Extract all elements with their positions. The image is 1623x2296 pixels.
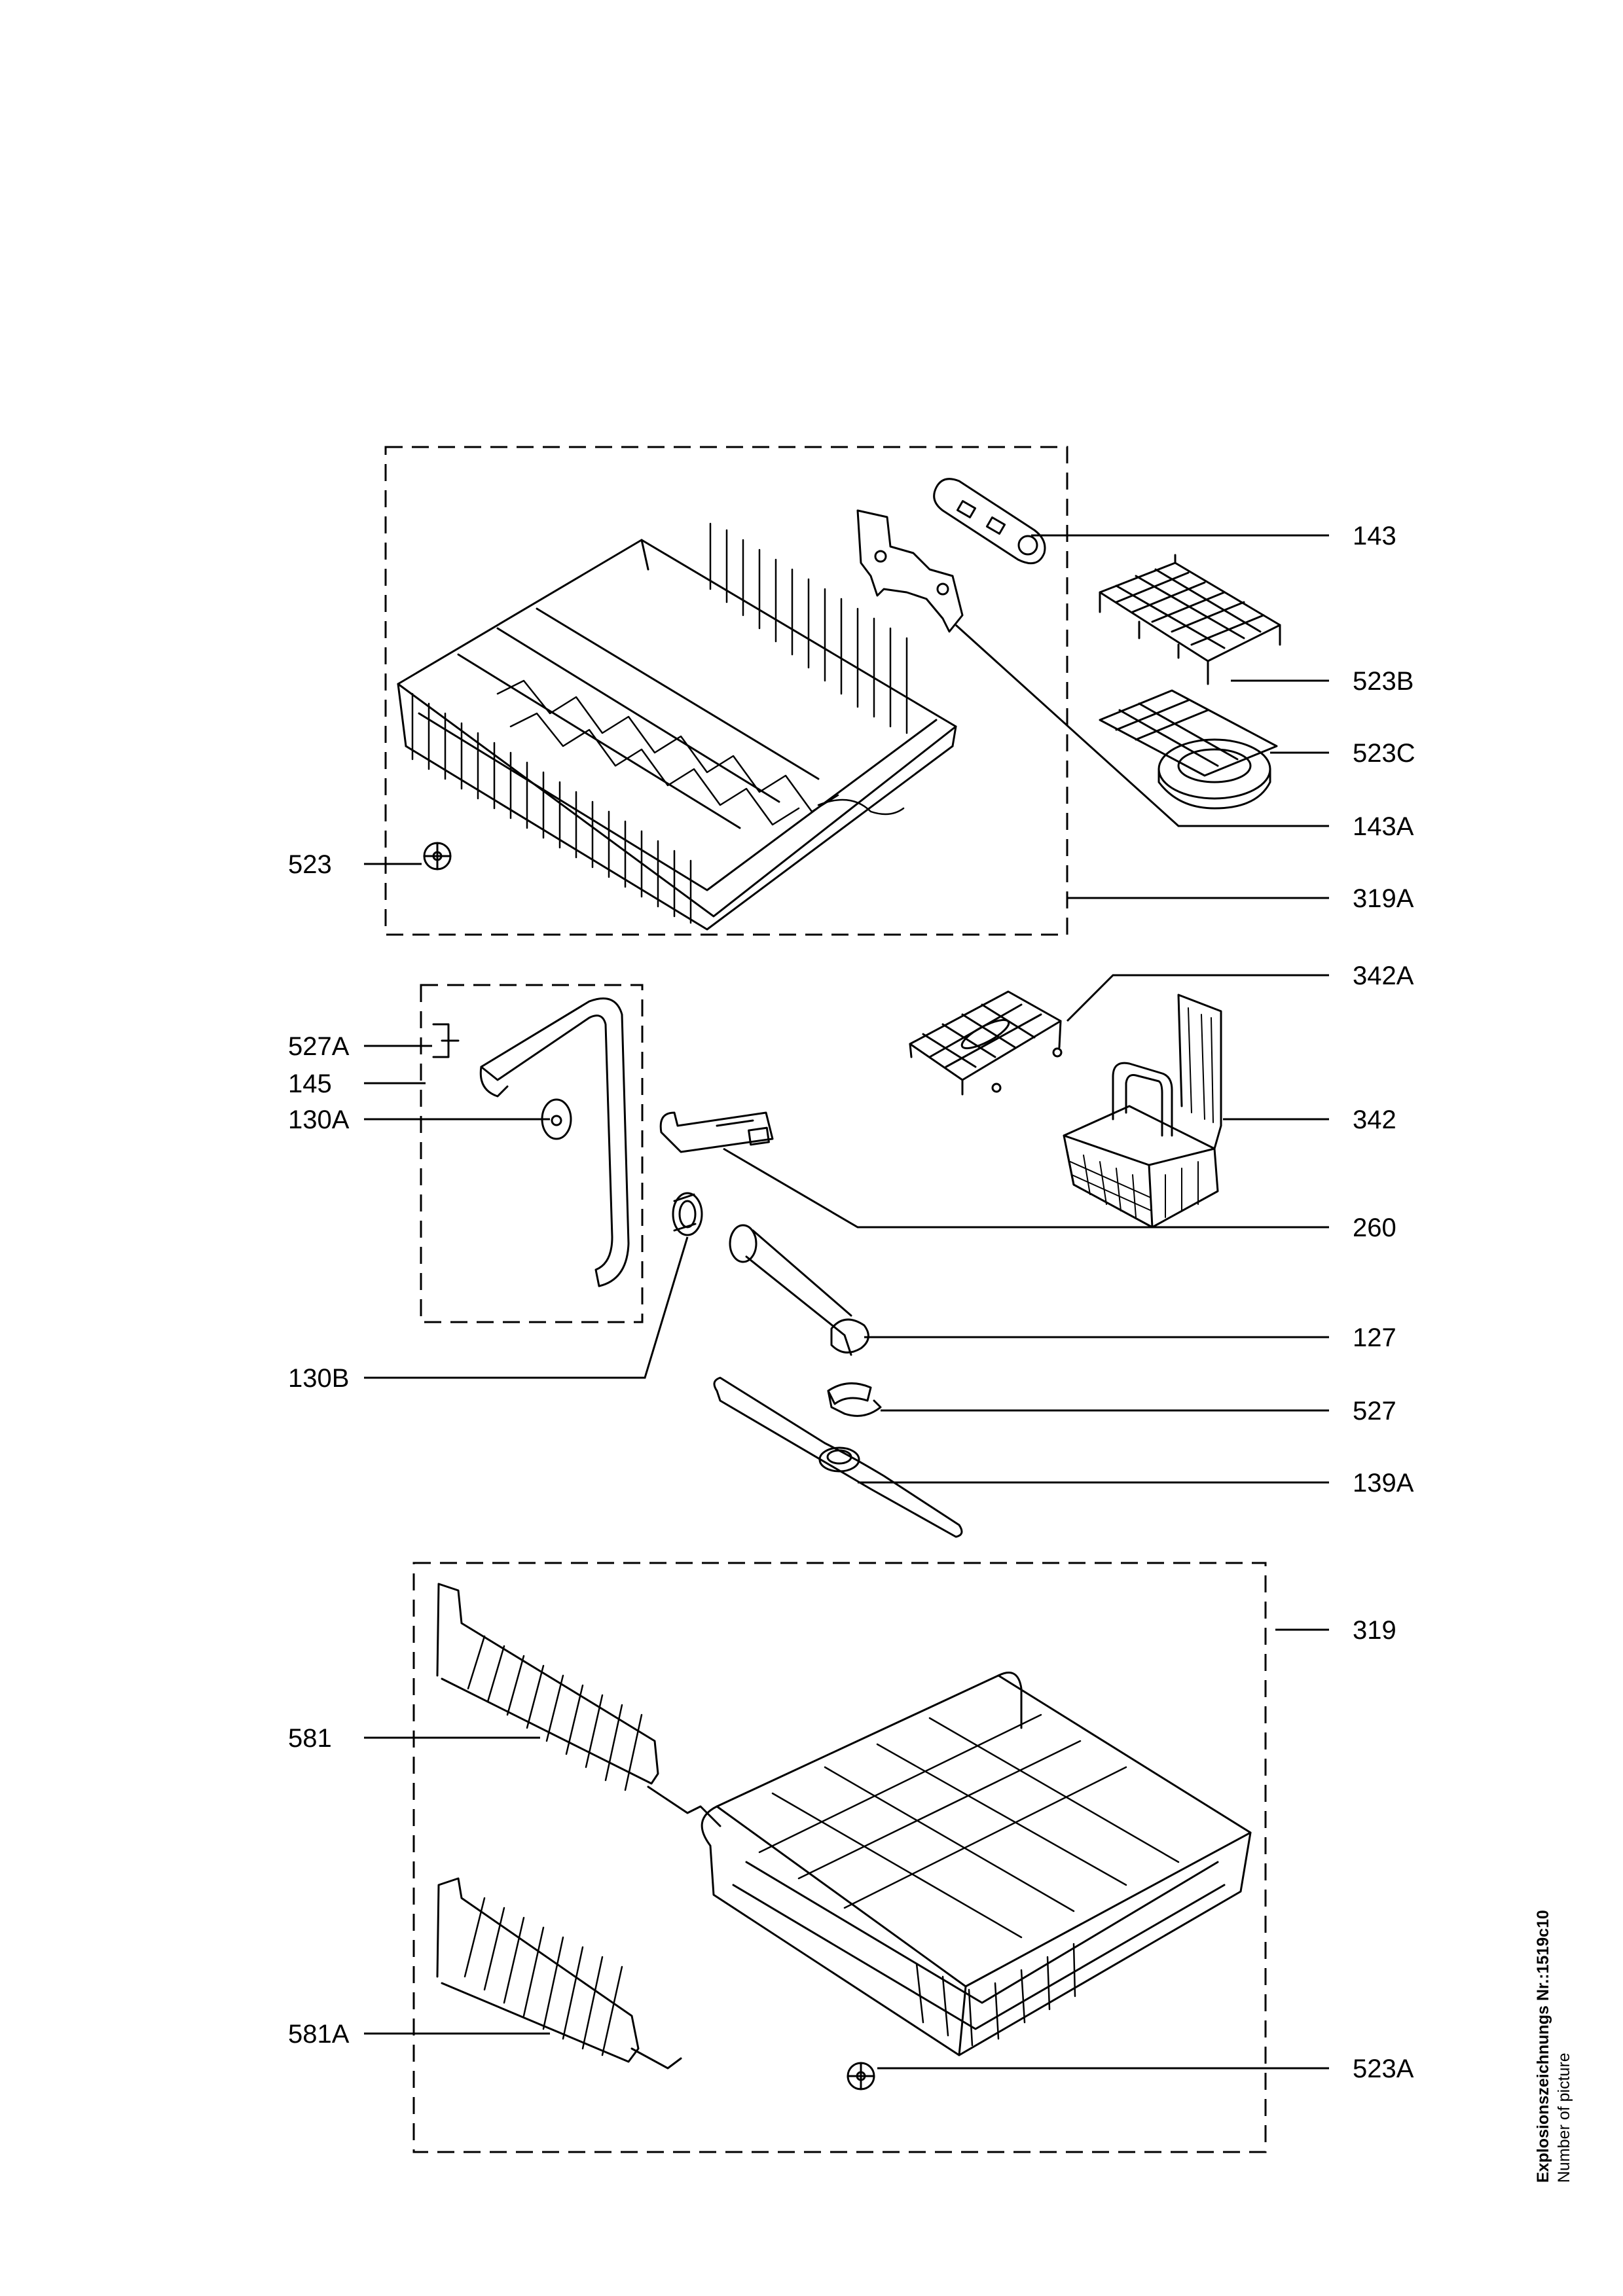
label-260: 260 xyxy=(1353,1213,1396,1242)
comb-581-drawing xyxy=(436,1583,721,1827)
picture-number-caption: Number of picture xyxy=(1555,2053,1573,2183)
lower-basket-drawing xyxy=(701,1672,1252,2056)
label-145: 145 xyxy=(288,1069,332,1098)
label-319a: 319A xyxy=(1353,884,1414,913)
label-127: 127 xyxy=(1353,1323,1396,1352)
spray-arm-139a-drawing xyxy=(713,1376,963,1538)
tube-145-drawing xyxy=(432,997,630,1287)
upper-basket-drawing xyxy=(397,522,957,931)
label-342: 342 xyxy=(1353,1105,1396,1134)
label-130b: 130B xyxy=(288,1364,349,1393)
wheel-523-drawing xyxy=(423,842,452,870)
tray-342a-drawing xyxy=(909,990,1063,1096)
label-143: 143 xyxy=(1353,522,1396,550)
label-581a: 581A xyxy=(288,2020,350,2049)
label-342a: 342A xyxy=(1353,961,1414,990)
rack-523c-drawing xyxy=(1099,689,1278,810)
rack-523b-drawing xyxy=(1099,554,1281,685)
label-523b: 523B xyxy=(1353,667,1413,696)
label-523: 523 xyxy=(288,850,332,879)
label-143a: 143A xyxy=(1353,812,1414,841)
bracket-260-drawing xyxy=(659,1111,774,1153)
label-523c: 523C xyxy=(1353,739,1415,768)
wheel-523a-drawing xyxy=(847,2062,875,2090)
pipe-127-drawing xyxy=(729,1224,869,1356)
bracket-143a-drawing xyxy=(856,509,964,633)
lower-basket-group-frame xyxy=(412,1562,1267,2153)
comb-581a-drawing xyxy=(436,1877,682,2070)
leader-143a xyxy=(955,624,1329,827)
label-527a: 527A xyxy=(288,1032,350,1061)
label-527: 527 xyxy=(1353,1397,1396,1426)
leader-260 xyxy=(723,1147,1329,1229)
label-581: 581 xyxy=(288,1724,332,1753)
clip-143-drawing xyxy=(933,478,1046,565)
nut-527-drawing xyxy=(827,1382,882,1417)
leader-342a xyxy=(1066,974,1329,1022)
drawing-number: Explosionszeichnungs Nr.:1519c10 xyxy=(1534,1910,1552,2183)
cutlery-basket-342-drawing xyxy=(1063,994,1222,1229)
label-523a: 523A xyxy=(1353,2054,1414,2083)
label-130a: 130A xyxy=(288,1105,350,1134)
upper-basket-group-frame xyxy=(384,446,1068,936)
label-139a: 139A xyxy=(1353,1469,1414,1498)
leader-130b xyxy=(364,1236,689,1379)
tube-assembly-group-frame xyxy=(420,984,644,1323)
seal-130b-drawing xyxy=(672,1192,703,1236)
label-319: 319 xyxy=(1353,1616,1396,1645)
